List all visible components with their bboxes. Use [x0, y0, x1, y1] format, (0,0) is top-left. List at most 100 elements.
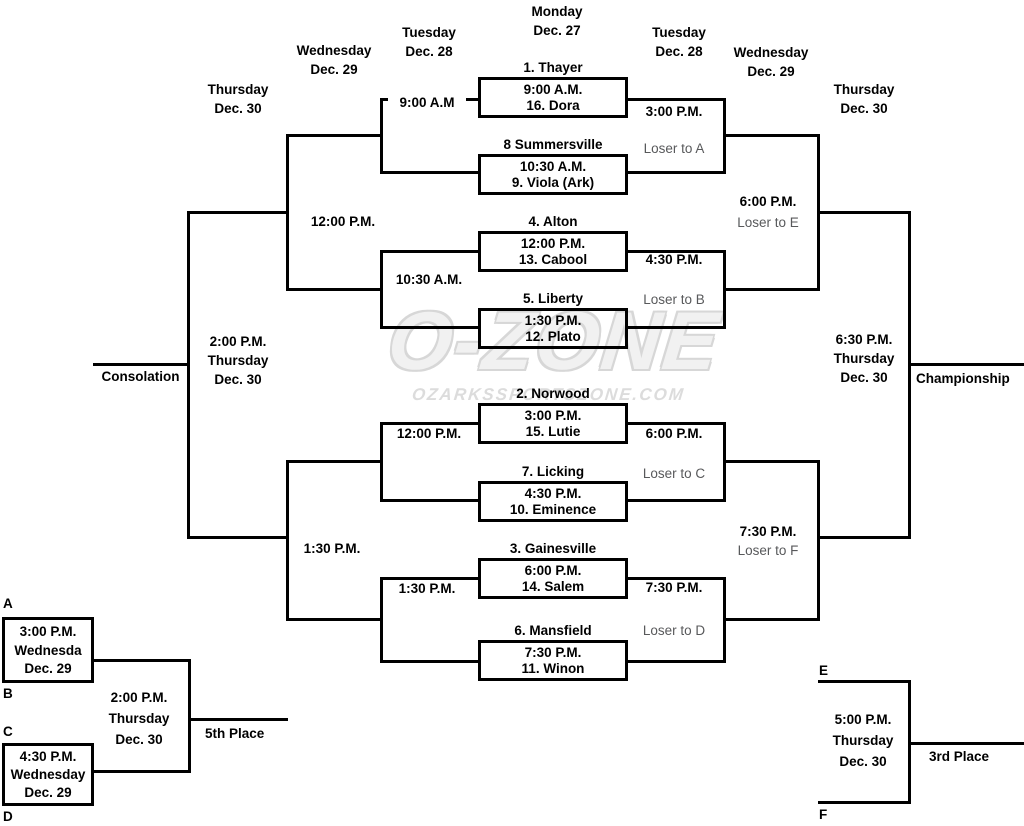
fifth-place-game-box: 4:30 P.M. Wednesday Dec. 29	[2, 743, 94, 806]
qf-time-label: 6:00 P.M.	[645, 426, 703, 441]
fifth-place-label: 5th Place	[205, 726, 265, 741]
top-seed-label: 8 Summersville	[503, 137, 603, 152]
bracket-line	[908, 742, 1024, 745]
game-box: 6:00 P.M. 14. Salem	[478, 558, 628, 599]
bottom-seed-label: 16. Dora	[526, 98, 580, 114]
game-box: 3:00 P.M. 15. Lutie	[478, 403, 628, 444]
bracket-line	[380, 422, 383, 502]
qf-loser-note: Loser to A	[643, 141, 705, 156]
cons-sf-time-label: 1:30 P.M.	[303, 541, 361, 556]
bracket-line	[93, 770, 188, 773]
bracket-line	[93, 363, 187, 366]
bracket-line	[380, 250, 383, 329]
top-seed-label: 4. Alton	[528, 214, 578, 229]
bottom-seed-label: 15. Lutie	[525, 424, 581, 440]
game-time: 12:00 P.M.	[520, 235, 586, 251]
bottom-seed-label: 14. Salem	[521, 579, 585, 595]
game-box: 1:30 P.M. 12. Plato	[478, 308, 628, 349]
game-time: 4:30 P.M.	[524, 485, 582, 501]
slot-letter-a: A	[3, 596, 13, 611]
qf-loser-note: Loser to D	[642, 623, 706, 638]
game-time: 3:00 P.M.	[524, 407, 582, 423]
sf-loser-note: Loser to E	[737, 215, 799, 230]
bracket-line	[723, 460, 817, 463]
consolation-final-time: 2:00 P.M. Thursday Dec. 30	[207, 334, 269, 387]
day-header-thursday-left: Thursday Dec. 30	[207, 82, 269, 116]
game-time: 1:30 P.M.	[524, 312, 582, 328]
sf-time-label: 6:00 P.M.	[739, 194, 797, 209]
qf-time-label: 4:30 P.M.	[645, 252, 703, 267]
bracket-line	[188, 718, 288, 721]
bracket-line	[380, 422, 478, 425]
bracket-line	[380, 250, 478, 253]
bracket-line	[723, 134, 817, 137]
bracket-line	[817, 460, 820, 621]
qf-time-label: 7:30 P.M.	[645, 580, 703, 595]
bracket-line	[908, 363, 1024, 366]
game-box: 7:30 P.M. 11. Winon	[478, 640, 628, 681]
bracket-line	[380, 577, 383, 663]
bracket-line	[286, 460, 289, 621]
bracket-line	[723, 618, 817, 621]
cons-qf-time-label: 9:00 A.M	[388, 95, 466, 110]
game-box: 9:00 A.M. 16. Dora	[478, 77, 628, 118]
day-header-wednesday-left: Wednesday Dec. 29	[296, 43, 372, 77]
slot-letter-e: E	[819, 663, 829, 678]
slot-letter-c: C	[3, 724, 13, 739]
game-time: 7:30 P.M.	[524, 644, 582, 660]
bottom-seed-label: 10. Eminence	[509, 502, 597, 518]
bracket-line	[380, 577, 478, 580]
bracket-line	[286, 618, 380, 621]
bracket-line	[723, 422, 726, 502]
day-header-thursday-right: Thursday Dec. 30	[833, 82, 895, 116]
bracket-line	[380, 171, 478, 174]
bracket-line	[380, 499, 478, 502]
bracket-line	[628, 422, 723, 425]
bracket-line	[723, 577, 726, 663]
top-seed-label: 7. Licking	[521, 464, 585, 479]
game-time: 6:00 P.M.	[524, 562, 582, 578]
slot-letter-d: D	[3, 809, 13, 824]
bracket-line	[723, 98, 726, 174]
fifth-place-final-time: 2:00 P.M. Thursday Dec. 30	[108, 690, 170, 747]
bracket-line	[628, 577, 723, 580]
third-place-label: 3rd Place	[929, 749, 990, 764]
day-header-tuesday-left: Tuesday Dec. 28	[402, 25, 456, 59]
bracket-line	[908, 211, 911, 539]
bracket-line	[817, 134, 820, 291]
game-time: 10:30 A.M.	[519, 158, 587, 174]
day-header-monday: Monday Dec. 27	[531, 4, 583, 38]
cons-sf-time-label: 12:00 P.M.	[310, 214, 376, 229]
bracket-line	[817, 536, 908, 539]
bottom-seed-label: 12. Plato	[525, 329, 581, 345]
bracket-line	[628, 499, 723, 502]
bracket-line	[628, 98, 723, 101]
bracket-line	[723, 288, 817, 291]
bracket-line	[286, 134, 289, 291]
slot-letter-f: F	[819, 807, 828, 822]
championship-time: 6:30 P.M. Thursday Dec. 30	[833, 332, 895, 385]
bracket-line	[286, 288, 380, 291]
day-header-wednesday-right: Wednesday Dec. 29	[733, 45, 809, 79]
bracket-line	[187, 211, 286, 214]
bracket-line	[188, 659, 191, 773]
bracket-line	[818, 680, 908, 683]
top-seed-label: 1. Thayer	[523, 60, 583, 75]
game-box: 10:30 A.M. 9. Viola (Ark)	[478, 154, 628, 195]
consolation-label: Consolation	[101, 369, 180, 384]
bracket-line	[628, 326, 723, 329]
bottom-seed-label: 11. Winon	[521, 661, 585, 677]
bracket-line	[380, 660, 478, 663]
fifth-place-game-box: 3:00 P.M. Wednesda Dec. 29	[2, 617, 94, 683]
bracket-line	[817, 211, 908, 214]
cons-qf-time-label: 12:00 P.M.	[396, 426, 462, 441]
bracket-line	[908, 680, 911, 804]
bracket-line	[380, 326, 478, 329]
third-place-final-time: 5:00 P.M. Thursday Dec. 30	[832, 712, 894, 769]
qf-time-label: 3:00 P.M.	[645, 104, 703, 119]
qf-loser-note: Loser to C	[642, 466, 706, 481]
bracket-line	[187, 536, 286, 539]
qf-loser-note: Loser to B	[643, 292, 705, 307]
bracket-line	[93, 659, 188, 662]
